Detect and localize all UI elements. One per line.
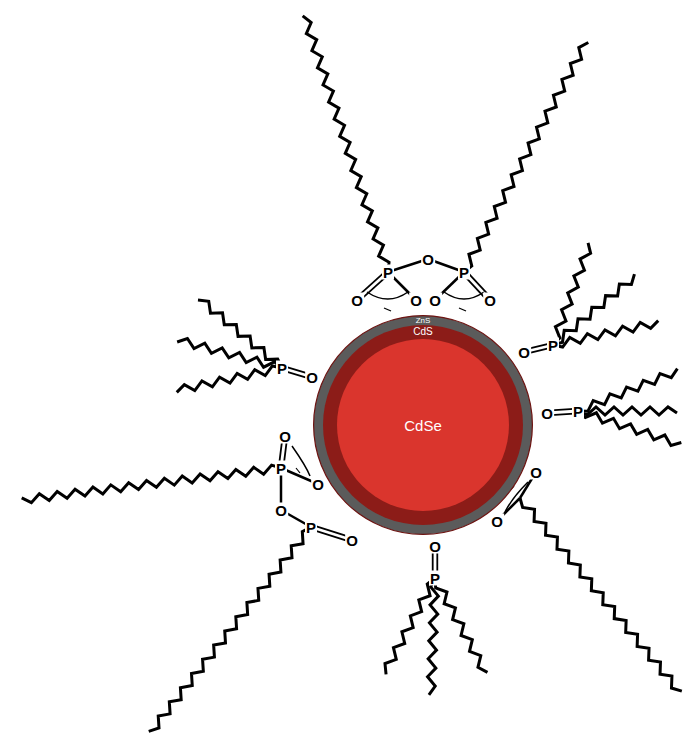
shell-circle <box>314 316 533 535</box>
atom-label: O <box>345 533 359 548</box>
atom-label: O <box>483 293 497 308</box>
atom-label: O <box>305 370 319 385</box>
alkyl-chain <box>303 16 389 272</box>
bonds <box>279 259 578 578</box>
atom-label: O <box>350 293 364 308</box>
charge-sign <box>459 308 466 311</box>
charge-sign <box>384 308 391 311</box>
shell-circle <box>323 325 523 525</box>
atom-label: O <box>311 477 325 492</box>
atom-label: O <box>274 503 288 518</box>
alkyl-chain <box>198 300 282 368</box>
alkyl-chain <box>578 369 677 412</box>
atom-label: O <box>409 293 423 308</box>
alkyl-chain <box>578 411 681 445</box>
atom-label: P <box>458 265 470 280</box>
alkyl-chain <box>22 465 281 503</box>
atom-label: O <box>428 539 442 554</box>
atom-label: P <box>382 265 394 280</box>
atom-label: P <box>572 404 584 419</box>
alkyl-chain <box>520 498 682 691</box>
alkyl-chain <box>464 42 588 272</box>
delocalization-arc <box>367 292 408 299</box>
atom-label: O <box>490 514 504 529</box>
atom-label: O <box>278 429 292 444</box>
material-label: CdS <box>413 327 432 337</box>
zns-shell: ZnS CdS CdSe <box>313 315 533 535</box>
alkyl-chain <box>553 321 658 347</box>
atom-label: P <box>305 520 317 535</box>
delocalization-arc <box>292 446 310 476</box>
material-label: ZnS <box>416 317 431 325</box>
alkyl-chains <box>22 16 682 732</box>
charge-sign <box>296 468 300 473</box>
delocalization-arc <box>444 292 484 299</box>
cdse-core: CdSe <box>337 339 509 511</box>
atom-label: O <box>517 345 531 360</box>
cds-shell: CdS CdSe <box>323 325 523 525</box>
atom-label: O <box>540 406 554 421</box>
alkyl-chain <box>553 274 634 345</box>
alkyl-chain <box>149 527 311 731</box>
shell-circle <box>337 339 509 511</box>
atom-label: P <box>276 361 288 376</box>
atom-label: P <box>547 338 559 353</box>
atom-label: O <box>428 293 442 308</box>
atom-label: O <box>529 465 543 480</box>
atom-label: P <box>275 461 287 476</box>
alkyl-chain <box>428 578 439 695</box>
atom-label: P <box>429 571 441 586</box>
alkyl-chain <box>435 578 487 672</box>
atom-label: O <box>421 252 435 267</box>
alkyl-chain <box>177 366 282 392</box>
alkyl-chain <box>177 339 282 368</box>
material-label: CdSe <box>404 418 442 433</box>
